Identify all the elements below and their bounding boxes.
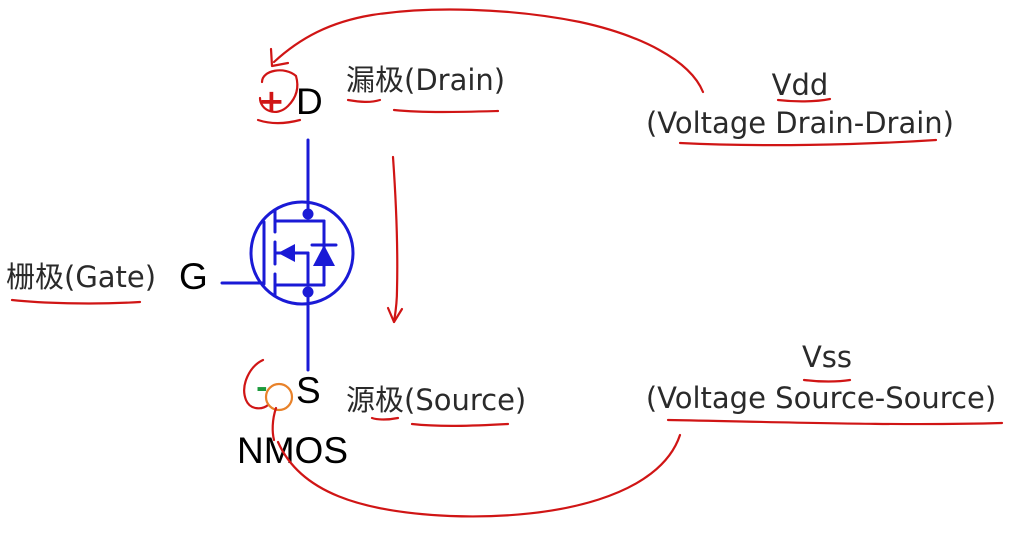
vdd-expansion: (Voltage Drain-Drain)	[646, 106, 954, 140]
source-highlight-circle	[264, 382, 294, 412]
drain-scribble	[258, 69, 299, 114]
gate-pin-description: 栅极(Gate)	[6, 260, 156, 294]
drain-pin-description: 漏极(Drain)	[346, 63, 505, 97]
drain-to-source-current-line	[391, 155, 399, 324]
minus-sign-mark: -	[256, 371, 268, 404]
gate-underline	[10, 298, 142, 305]
vss-expansion: (Voltage Source-Source)	[646, 381, 996, 415]
vss-expansion-underline	[666, 418, 1004, 426]
current-arrowhead-icon	[386, 306, 404, 324]
vdd-underline	[776, 97, 832, 103]
vdd-arrowhead-icon	[269, 47, 290, 68]
source-pin-letter: S	[296, 370, 321, 411]
source-en-underline	[410, 422, 510, 427]
drain-pin-letter: D	[296, 81, 323, 122]
vdd-label: Vdd	[772, 68, 829, 102]
mosfet-body-circle	[249, 200, 355, 306]
drain-junction-dot	[302, 208, 314, 220]
body-diode-icon	[313, 245, 335, 266]
drain-en-underline	[392, 108, 500, 114]
handwritten-annotations	[10, 8, 1004, 518]
source-pin-description: 源极(Source)	[346, 383, 526, 417]
vdd-expansion-underline	[678, 138, 938, 147]
source-cn-underline	[370, 416, 400, 421]
source-scribble	[243, 358, 270, 410]
nmos-symbol	[220, 138, 355, 372]
plus-sign-mark: +	[258, 82, 285, 120]
vss-underline	[802, 378, 852, 383]
vss-label: Vss	[802, 340, 852, 374]
vdd-to-drain-curve	[272, 8, 705, 94]
source-tail-stroke	[271, 406, 278, 442]
source-junction-dot	[302, 286, 314, 298]
drain-cn-underline	[346, 98, 382, 103]
channel-arrow-icon	[278, 244, 295, 262]
vss-to-source-curve	[276, 433, 682, 518]
drain-underline	[256, 118, 302, 125]
gate-pin-letter: G	[179, 256, 208, 297]
